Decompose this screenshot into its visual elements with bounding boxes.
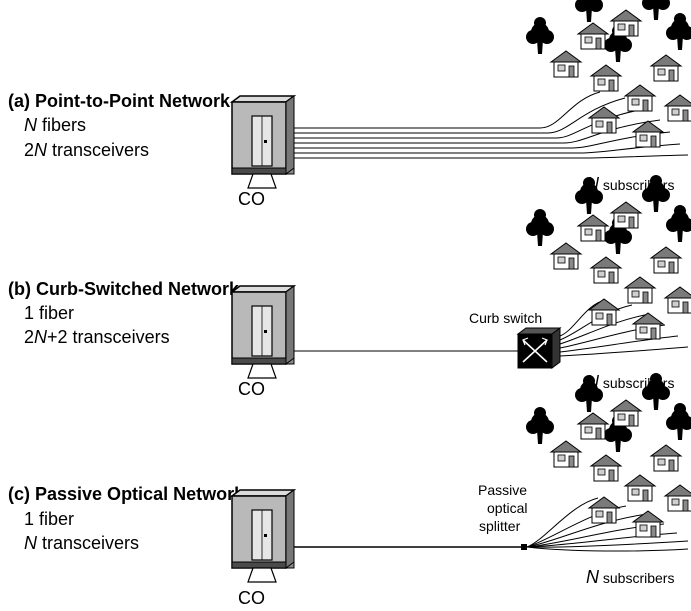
transceiver-count: N transceivers bbox=[24, 533, 139, 553]
co-label: CO bbox=[238, 379, 265, 399]
co-label: CO bbox=[238, 189, 265, 209]
central-office-icon bbox=[231, 285, 295, 379]
fiber-count: N fibers bbox=[24, 115, 86, 135]
section-title: (a) Point-to-Point Network bbox=[8, 91, 231, 111]
curb-switch-icon bbox=[516, 327, 562, 369]
transceiver-count: 2N transceivers bbox=[24, 140, 149, 160]
svg-text:optical: optical bbox=[487, 500, 527, 516]
fiber-count: 1 fiber bbox=[24, 509, 74, 529]
subscriber-houses-icon bbox=[526, 373, 691, 537]
subscriber-houses-icon bbox=[526, 175, 691, 339]
splitter-label: Passive optical splitter bbox=[478, 482, 527, 534]
splitter-icon bbox=[521, 544, 527, 550]
curb-switch-label: Curb switch bbox=[469, 310, 542, 326]
section-title: (c) Passive Optical Network bbox=[8, 484, 245, 504]
section-curb-switched: (b) Curb-Switched Network 1 fiber 2N+2 t… bbox=[8, 175, 691, 399]
svg-text:Passive: Passive bbox=[478, 482, 527, 498]
central-office-icon bbox=[231, 489, 295, 583]
section-title: (b) Curb-Switched Network bbox=[8, 279, 240, 299]
central-office-icon bbox=[231, 95, 295, 189]
section-passive-optical: (c) Passive Optical Network 1 fiber N tr… bbox=[8, 373, 691, 608]
transceiver-count: 2N+2 transceivers bbox=[24, 327, 170, 347]
section-point-to-point: (a) Point-to-Point Network N fibers 2N t… bbox=[8, 0, 691, 209]
fiber-lines bbox=[294, 91, 689, 159]
svg-text:splitter: splitter bbox=[479, 518, 521, 534]
fiber-count: 1 fiber bbox=[24, 303, 74, 323]
subscribers-label: N subscribers bbox=[586, 567, 674, 587]
co-label: CO bbox=[238, 588, 265, 608]
